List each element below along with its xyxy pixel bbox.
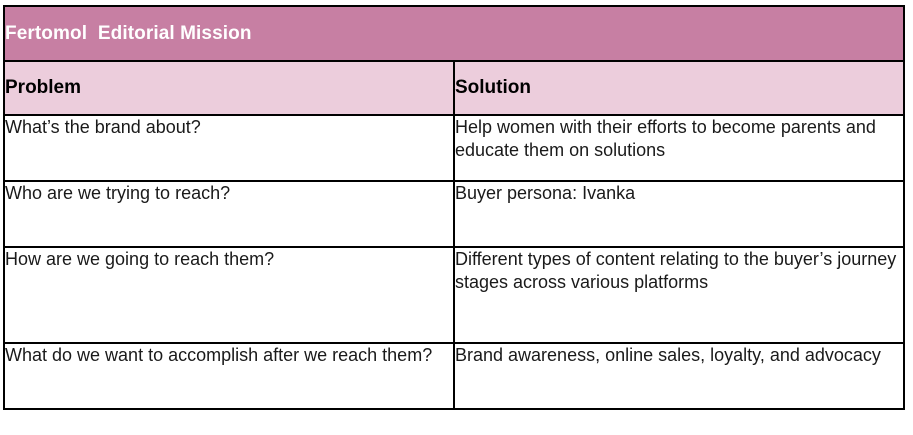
cell-solution-text: Help women with their efforts to become … [455,117,876,160]
column-header-solution-label: Solution [455,77,531,98]
editorial-mission-table-container: Fertomol Editorial Mission Problem Solut… [3,5,905,428]
cell-problem-text: How are we going to reach them? [5,249,275,269]
cell-problem: What do we want to accomplish after we r… [3,342,455,410]
page-title: Fertomol Editorial Mission [5,23,252,44]
cell-solution: Different types of content relating to t… [453,246,905,344]
cell-problem: Who are we trying to reach? [3,180,455,248]
cell-solution: Buyer persona: Ivanka [453,180,905,248]
cell-problem-text: What’s the brand about? [5,117,201,137]
table-row: How are we going to reach them? Differen… [3,246,905,344]
column-header-solution: Solution [453,60,905,116]
table-row: What’s the brand about? Help women with … [3,114,905,182]
cell-solution: Help women with their efforts to become … [453,114,905,182]
cell-problem-text: What do we want to accomplish after we r… [5,345,433,365]
column-header-problem-label: Problem [5,77,82,98]
table-row: What do we want to accomplish after we r… [3,342,905,410]
editorial-mission-table: Fertomol Editorial Mission Problem Solut… [3,5,905,410]
cell-solution-text: Buyer persona: Ivanka [455,183,636,203]
cell-solution-text: Brand awareness, online sales, loyalty, … [455,345,881,365]
table-row: Who are we trying to reach? Buyer person… [3,180,905,248]
table-title-row: Fertomol Editorial Mission [3,5,905,62]
cell-problem: What’s the brand about? [3,114,455,182]
cell-problem-text: Who are we trying to reach? [5,183,231,203]
table-title-cell: Fertomol Editorial Mission [3,5,905,62]
cell-solution-text: Different types of content relating to t… [455,249,897,292]
cell-problem: How are we going to reach them? [3,246,455,344]
table-header-row: Problem Solution [3,60,905,116]
column-header-problem: Problem [3,60,455,116]
cell-solution: Brand awareness, online sales, loyalty, … [453,342,905,410]
